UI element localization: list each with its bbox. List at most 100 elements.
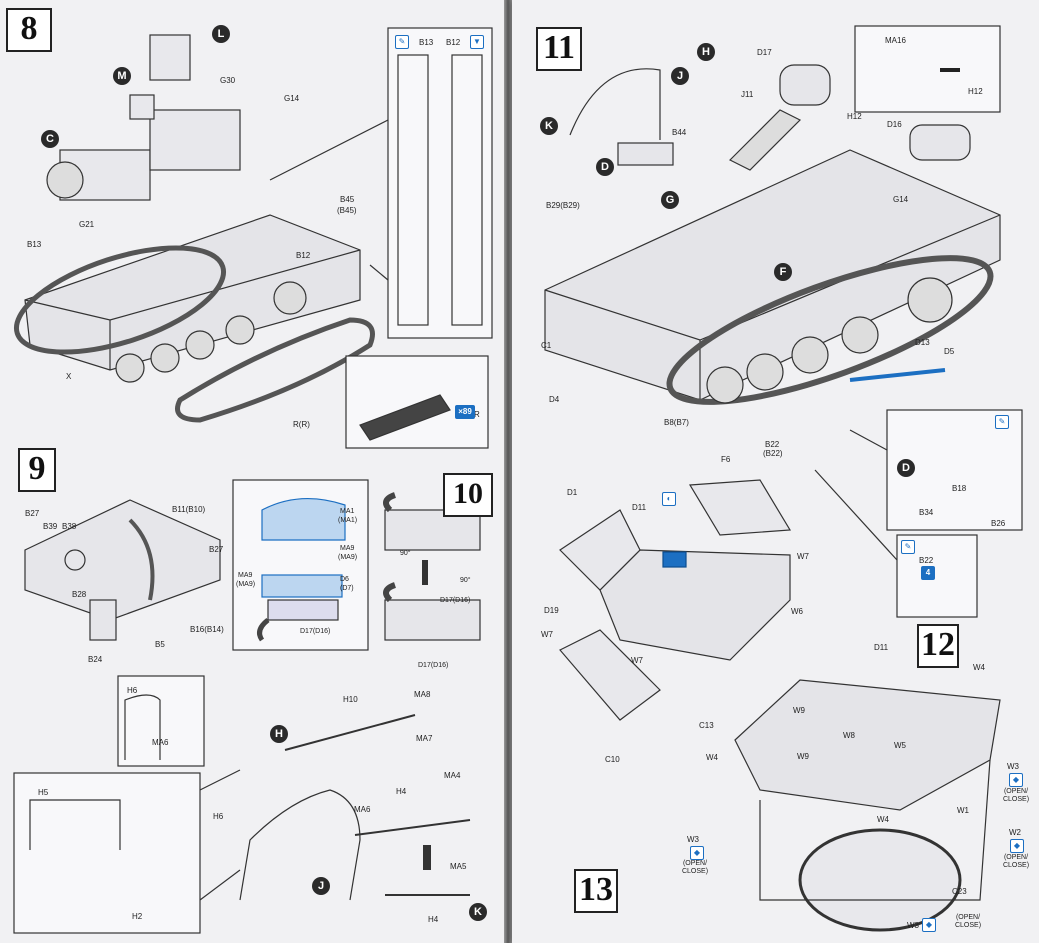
- callout-k: K: [469, 903, 487, 921]
- part-label: MA4: [444, 771, 461, 780]
- part-label: (B45): [337, 206, 357, 215]
- part-label: W9: [793, 706, 805, 715]
- callout-d: D: [596, 158, 614, 176]
- part-label: H6: [213, 812, 224, 821]
- quantity-badge: ×89: [455, 405, 475, 419]
- movable-icon: ◆: [690, 846, 704, 860]
- callout-j: J: [312, 877, 330, 895]
- callout-d-inset: D: [897, 459, 915, 477]
- part-label: (MA9): [338, 554, 358, 561]
- part-label: H10: [343, 695, 358, 704]
- part-label: W1: [957, 806, 969, 815]
- part-label: MA5: [450, 862, 467, 871]
- inset-part-label: B12: [446, 38, 461, 47]
- callout-h: H: [270, 725, 288, 743]
- callout-c: C: [41, 130, 59, 148]
- step-number-12: 12: [917, 624, 959, 668]
- callout-k-right: K: [540, 117, 558, 135]
- part-label: MA9: [238, 572, 253, 579]
- part-label: MA6: [354, 805, 371, 814]
- glue-icon: ✎: [395, 35, 409, 49]
- part-label: B11(B10): [172, 505, 206, 514]
- part-label: F6: [721, 455, 731, 464]
- paint-icon: ◐: [662, 492, 676, 506]
- part-label: B5: [155, 640, 165, 649]
- part-label: R(R): [293, 420, 310, 429]
- part-label: W4: [877, 815, 889, 824]
- part-label: D11: [632, 503, 647, 512]
- part-label: R: [474, 410, 480, 419]
- movable-icon: ◆: [1010, 839, 1024, 853]
- part-label: W4: [973, 663, 985, 672]
- part-label: B28: [72, 590, 87, 599]
- part-label: G14: [893, 195, 909, 204]
- part-label: D13: [915, 338, 930, 347]
- part-label: X: [66, 372, 72, 381]
- part-label: B44: [672, 128, 687, 137]
- part-label: B27: [25, 509, 40, 518]
- quantity-icon: 4: [921, 566, 935, 580]
- glue-icon: ✎: [995, 415, 1009, 429]
- part-label: W7: [541, 630, 553, 639]
- part-label: (MA9): [236, 581, 256, 588]
- angle-label: 90°: [460, 577, 471, 584]
- part-label: MA8: [414, 690, 431, 699]
- part-label: D6: [340, 576, 349, 583]
- part-label: W2: [1009, 828, 1021, 837]
- part-label: H12: [968, 87, 983, 96]
- part-label: W7: [631, 656, 643, 665]
- part-label: G21: [79, 220, 95, 229]
- part-label: B34: [919, 508, 934, 517]
- part-label: B13: [27, 240, 42, 249]
- callout-h-right: H: [697, 43, 715, 61]
- part-label: B45: [340, 195, 355, 204]
- part-label: (D7): [340, 585, 354, 592]
- part-label: W9: [797, 752, 809, 761]
- part-label: B8(B7): [664, 418, 689, 427]
- part-label: C23: [952, 887, 967, 896]
- part-label: D17: [757, 48, 772, 57]
- part-label: D11: [874, 643, 889, 652]
- step-number-13: 13: [574, 869, 618, 913]
- part-label: D5: [944, 347, 955, 356]
- part-label: J11: [741, 90, 754, 99]
- part-label: C10: [605, 755, 620, 764]
- part-label: B39: [43, 522, 58, 531]
- part-label: H4: [396, 787, 407, 796]
- cement-icon: ▼: [470, 35, 484, 49]
- part-label: MA16: [885, 36, 906, 45]
- part-label: H2: [132, 912, 143, 921]
- callout-g: G: [661, 191, 679, 209]
- open-close-note: (OPEN/ CLOSE): [681, 860, 709, 875]
- part-label: D1: [567, 488, 578, 497]
- part-label: B38: [62, 522, 77, 531]
- part-label: B18: [952, 484, 967, 493]
- part-label: W4: [706, 753, 718, 762]
- part-label: W3: [907, 921, 919, 930]
- glue-icon: ✎: [901, 540, 915, 554]
- part-label: B26: [991, 519, 1006, 528]
- part-label: (B22): [763, 449, 783, 458]
- part-label: B22: [765, 440, 780, 449]
- part-label: D17(D16): [418, 662, 449, 669]
- part-label: W5: [894, 741, 906, 750]
- part-label: W6: [791, 607, 803, 616]
- part-label: W3: [687, 835, 699, 844]
- part-label: C13: [699, 721, 714, 730]
- part-label: D16: [887, 120, 902, 129]
- part-label: B12: [296, 251, 311, 260]
- part-label: G14: [284, 94, 300, 103]
- callout-j-right: J: [671, 67, 689, 85]
- step-number-11: 11: [536, 27, 582, 71]
- part-label: MA7: [416, 734, 433, 743]
- part-label: H4: [428, 915, 439, 924]
- part-label: B16(B14): [190, 625, 224, 634]
- part-label: D4: [549, 395, 560, 404]
- callout-f: F: [774, 263, 792, 281]
- callout-l: L: [212, 25, 230, 43]
- book-gutter: [504, 0, 512, 943]
- open-close-note: (OPEN/ CLOSE): [1002, 788, 1030, 803]
- part-label: (MA1): [338, 517, 358, 524]
- part-label: B24: [88, 655, 103, 664]
